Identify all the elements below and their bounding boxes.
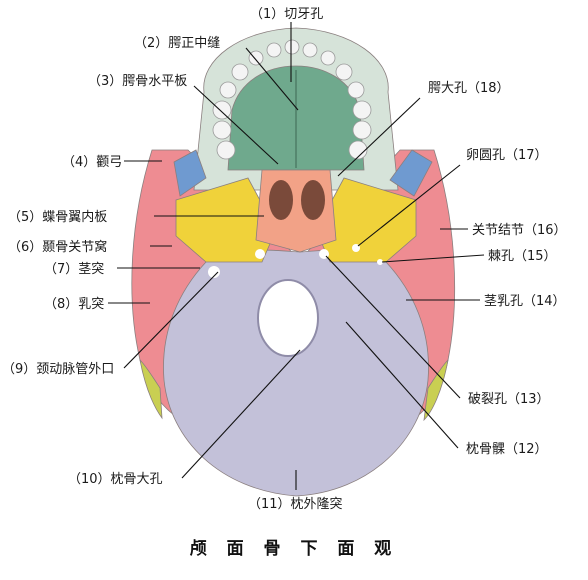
tooth (352, 120, 372, 140)
choana-left (269, 180, 293, 220)
label-carotid-canal: （9）颈动脉管外口 (2, 362, 114, 377)
label-horizontal-plate-palatine: （3）腭骨水平板 (88, 74, 187, 89)
label-medial-pterygoid-plate: （5）蝶骨翼内板 (8, 209, 107, 225)
tooth (302, 42, 318, 58)
leader-17 (357, 164, 461, 247)
leader-10 (181, 349, 301, 479)
label-incisive-foramen: （1）切牙孔 (250, 7, 323, 22)
tooth (212, 120, 232, 140)
label-foramen-magnum: （10）枕骨大孔 (68, 472, 163, 487)
label-articular-tubercle: 关节结节（16） (472, 223, 567, 238)
leader-13 (325, 255, 461, 399)
foramen-lacerum-hole-left (255, 249, 265, 259)
label-styloid-process: （7）茎突 (44, 261, 104, 277)
occipital-bone (163, 249, 429, 497)
zygomatic-bone-left (173, 149, 207, 197)
sphenoid-left (175, 177, 277, 263)
leader-lines (108, 22, 485, 490)
tooth (284, 39, 300, 55)
label-median-palatine-suture: （2）腭正中缝 (134, 36, 220, 51)
figure-caption: 颅 面 骨 下 面 观 (189, 539, 399, 559)
carotid-canal-hole (208, 266, 220, 278)
tooth (320, 50, 336, 66)
foramen-magnum-hole (257, 279, 319, 357)
leader-9 (123, 271, 219, 369)
tooth (248, 50, 264, 66)
labels: （1）切牙孔 （2）腭正中缝 （3）腭骨水平板 （4）颧弓 （5）蝶骨翼内板 （… (2, 7, 567, 512)
tooth (216, 140, 236, 160)
choana-right (301, 180, 325, 220)
label-stylomastoid-foramen: 茎乳孔（14） (484, 294, 566, 309)
label-mandibular-fossa: （6）颞骨关节窝 (8, 239, 107, 255)
parietal-edge-right (423, 358, 449, 422)
tooth (266, 42, 282, 58)
vomer (255, 169, 337, 253)
tooth (219, 81, 237, 99)
tooth (348, 140, 368, 160)
tooth (347, 81, 365, 99)
label-greater-palatine-foramen: 腭大孔（18） (428, 81, 510, 96)
label-occipital-condyle: 枕骨髁（12） (466, 442, 548, 457)
label-foramen-lacerum: 破裂孔（13） (468, 392, 550, 407)
parietal-edge-left (139, 358, 163, 420)
leader-18 (337, 97, 421, 177)
leader-2 (245, 47, 299, 111)
tooth (335, 63, 353, 81)
label-foramen-ovale: 卵圆孔（17） (466, 148, 548, 163)
teeth-row (212, 39, 372, 160)
skull-illustration (131, 27, 455, 497)
tooth (352, 100, 372, 120)
label-external-occipital-protuberance: （11）枕外隆突 (248, 496, 343, 512)
leader-15 (381, 254, 485, 263)
foramen-spinosum-hole (377, 259, 383, 265)
label-zygomatic-arch: （4）颧弓 (62, 155, 122, 170)
leader-12 (345, 321, 459, 449)
zygomatic-bone-right (389, 149, 433, 197)
label-foramen-spinosum: 棘孔（15） (488, 249, 557, 264)
leader-3 (193, 85, 279, 165)
label-mastoid-process: （8）乳突 (44, 296, 104, 312)
sphenoid-right (315, 177, 417, 263)
tooth (231, 63, 249, 81)
tooth (212, 100, 232, 120)
